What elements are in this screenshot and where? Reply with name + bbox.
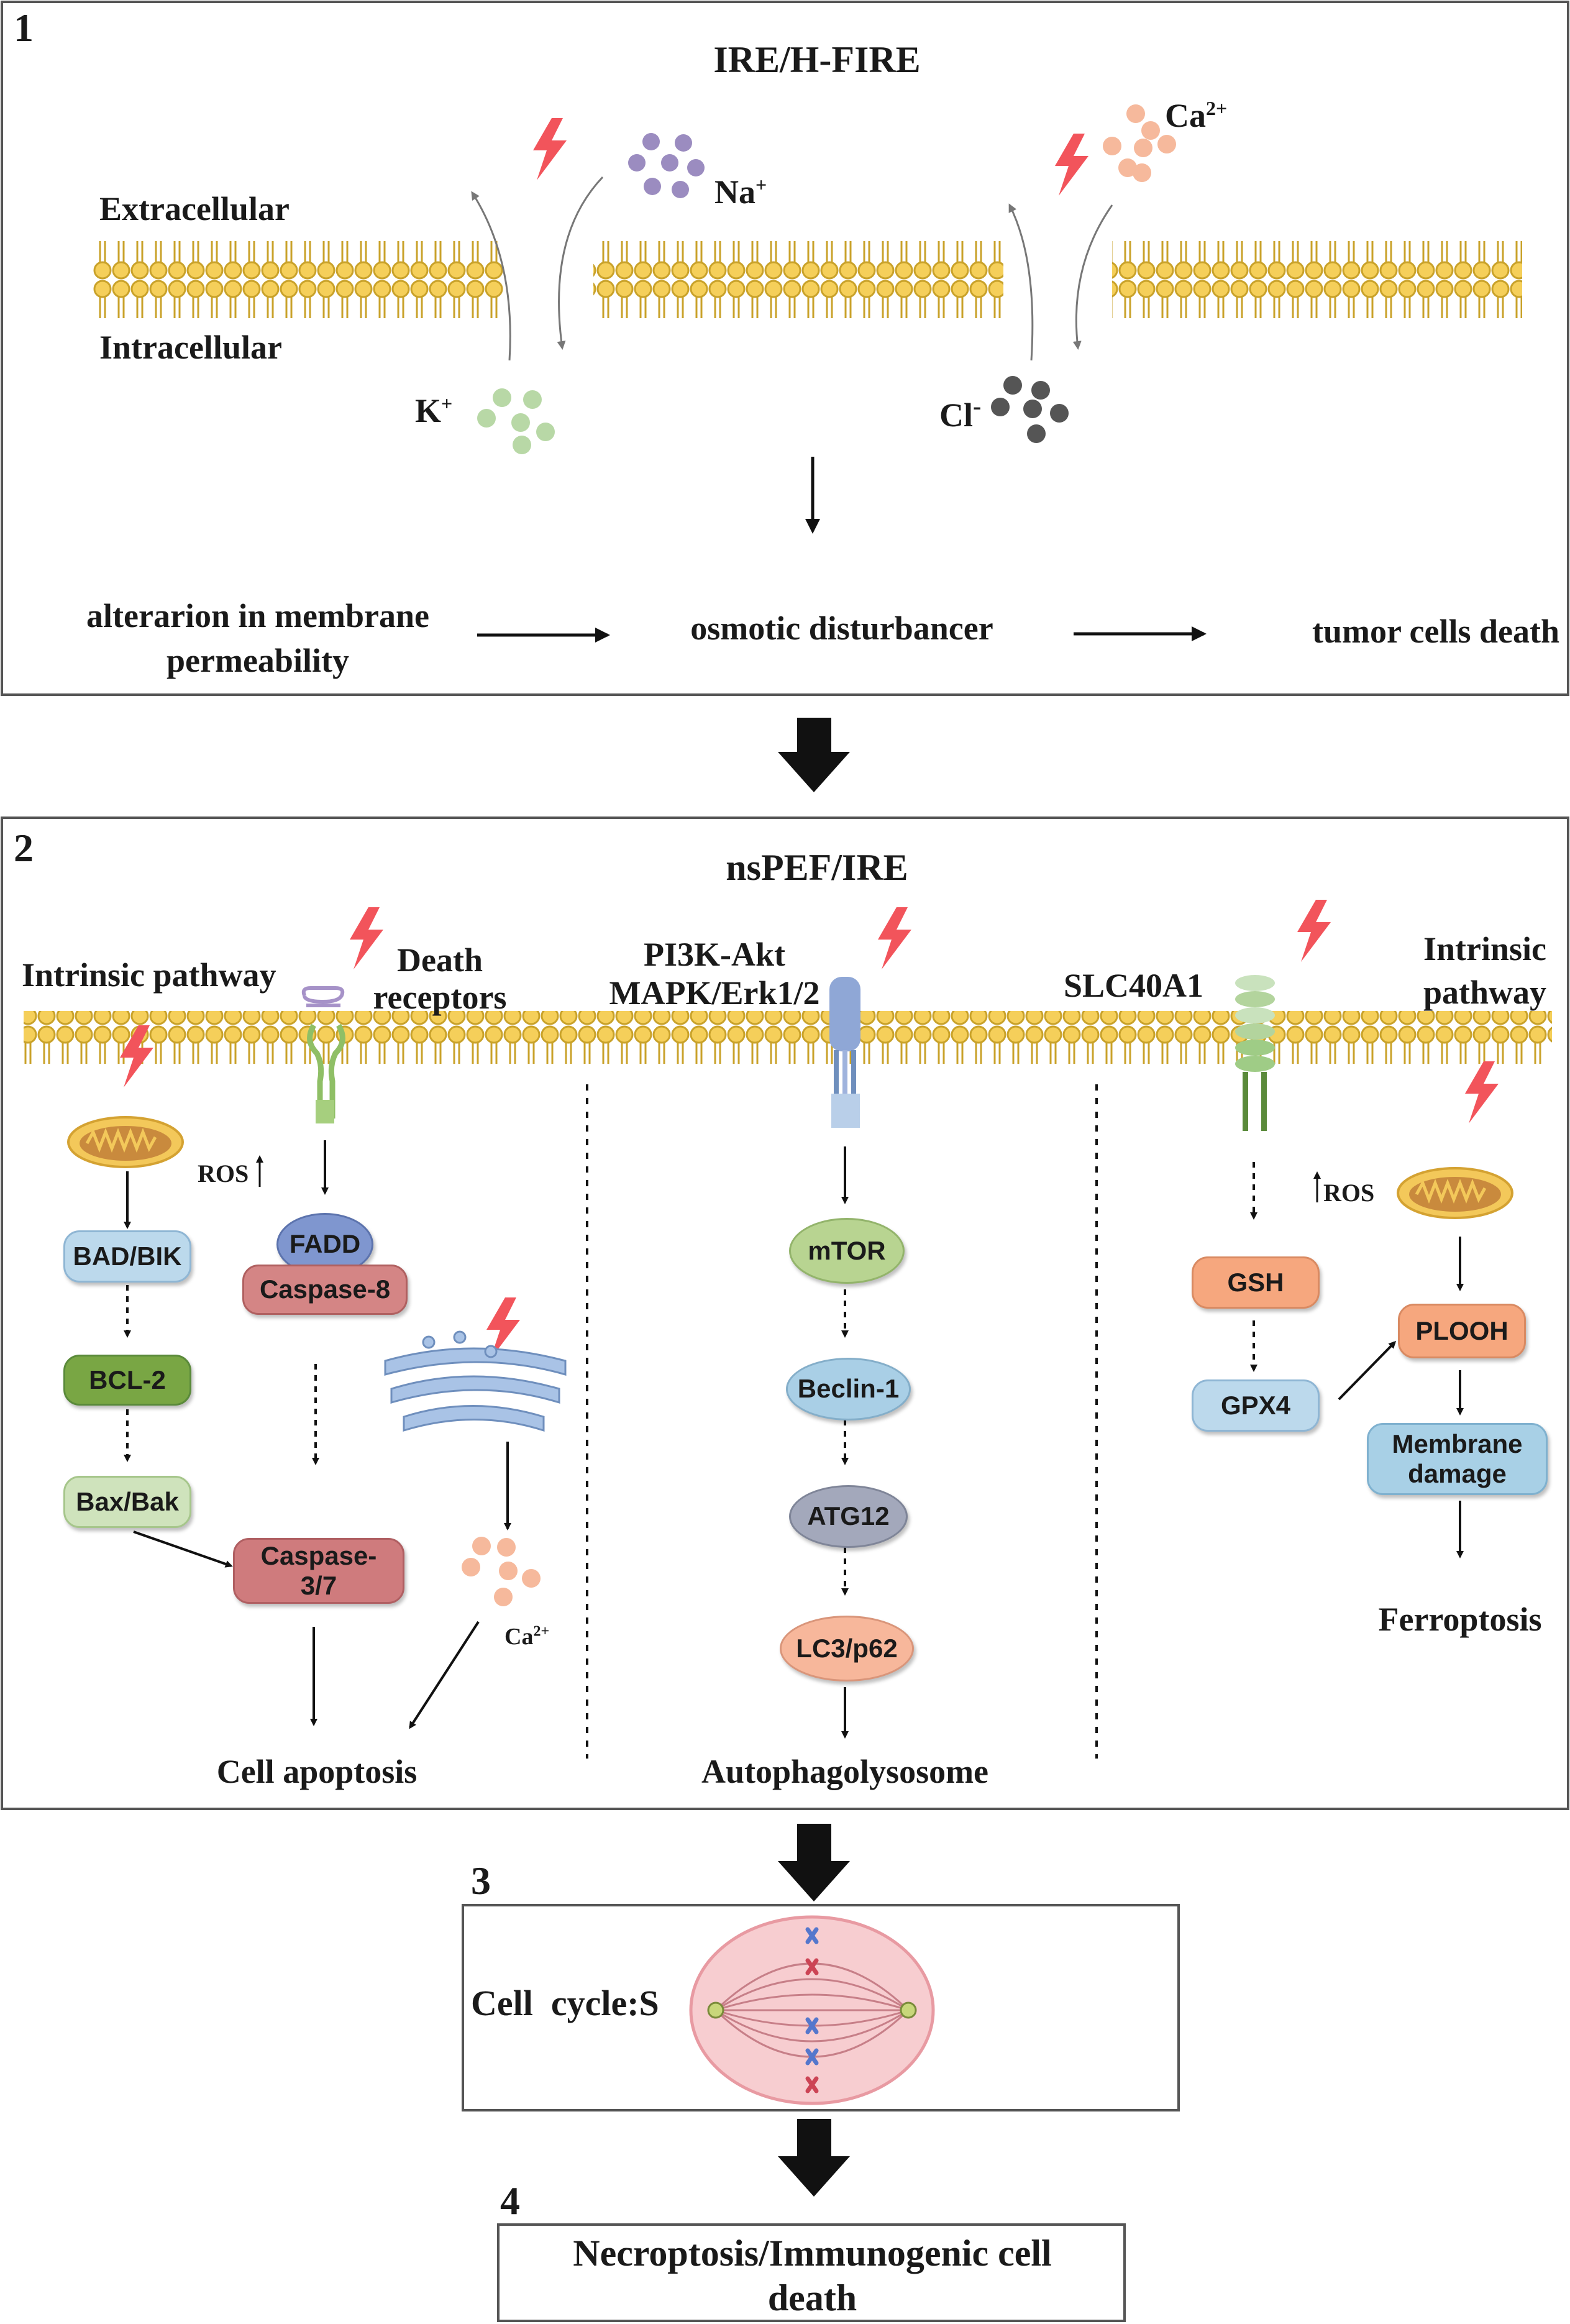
dividing-cell-icon (689, 1915, 935, 2105)
membrane-1c (1112, 231, 1522, 324)
cell-cycle-label: Cell cycle:S (471, 1983, 659, 2023)
panel2-number: 2 (14, 826, 34, 870)
ros-right-label: ROS (1323, 1179, 1375, 1207)
caspase37-node: Caspase-3/7 (233, 1538, 404, 1604)
bax-bak-node: Bax/Bak (63, 1476, 191, 1528)
calcium-label: Ca2+ (1165, 97, 1228, 134)
bad-bik-node: BAD/BIK (63, 1230, 191, 1283)
panel3-frame (462, 1904, 1180, 2111)
potassium-ions-icon (477, 388, 555, 454)
sodium-label: Na+ (714, 173, 767, 211)
endoplasmic-reticulum-icon (384, 1330, 567, 1432)
membrane-1b (593, 231, 1003, 324)
lightning-bolt-icon (533, 118, 567, 180)
panel3-number: 3 (471, 1859, 491, 1903)
beclin1-node: Beclin-1 (786, 1358, 911, 1420)
osmotic-disturbance-label: osmotic disturbancer (690, 610, 993, 647)
chloride-label: Cl- (939, 392, 982, 434)
ros-left-label: ROS (198, 1160, 249, 1187)
mitochondria-icon (1397, 1167, 1513, 1219)
plooh-node: PLOOH (1398, 1304, 1526, 1358)
extracellular-label: Extracellular (99, 190, 290, 227)
calcium-ions-icon (462, 1537, 541, 1606)
potassium-label: K+ (415, 392, 453, 429)
lightning-bolt-icon (1055, 134, 1089, 196)
intracellular-label: Intracellular (99, 329, 282, 366)
caspase8-node: Caspase-8 (242, 1265, 408, 1315)
lightning-bolt-icon (1297, 900, 1331, 962)
down-arrow-icon (778, 718, 850, 792)
mitochondria-icon (67, 1116, 184, 1168)
panel1-number: 1 (14, 6, 34, 50)
autophagolysosome-label: Autophagolysosome (701, 1753, 989, 1790)
slc40a1-label: SLC40A1 (1064, 967, 1204, 1004)
panel1-frame (1, 1, 1569, 696)
mtor-node: mTOR (789, 1218, 905, 1284)
panel4-number: 4 (500, 2179, 520, 2223)
panel2-title: nsPEF/IRE (726, 847, 908, 888)
pi3k-receptor-icon (829, 977, 860, 1128)
gpx4-node: GPX4 (1192, 1379, 1320, 1432)
tumor-cells-death-label: tumor cells death (1312, 613, 1559, 650)
panel4-frame (497, 2223, 1126, 2322)
calcium-label-panel2: Ca2+ (504, 1623, 550, 1650)
ferroptosis-label: Ferroptosis (1378, 1601, 1542, 1638)
death-receptor-icon (301, 986, 345, 1123)
lc3-p62-node: LC3/p62 (780, 1616, 914, 1681)
gsh-node: GSH (1192, 1256, 1320, 1309)
lightning-bolt-icon (878, 907, 911, 969)
panel1-title: IRE/H-FIRE (713, 39, 921, 80)
sodium-ions-icon (628, 133, 705, 198)
calcium-ions-icon (1103, 104, 1176, 182)
chloride-ions-icon (991, 376, 1069, 443)
panel2-frame (1, 817, 1569, 1810)
bcl2-node: BCL-2 (63, 1355, 191, 1406)
atg12-node: ATG12 (789, 1485, 908, 1548)
down-arrow-icon (778, 2119, 850, 2197)
intrinsic-pathway-left-label: Intrinsic pathway (22, 956, 276, 994)
slc40a1-transporter-icon (1235, 975, 1275, 1131)
down-arrow-icon (778, 1824, 850, 1901)
membrane-2 (24, 1011, 1552, 1079)
membrane-1a (93, 231, 503, 324)
cell-apoptosis-label: Cell apoptosis (216, 1753, 418, 1790)
